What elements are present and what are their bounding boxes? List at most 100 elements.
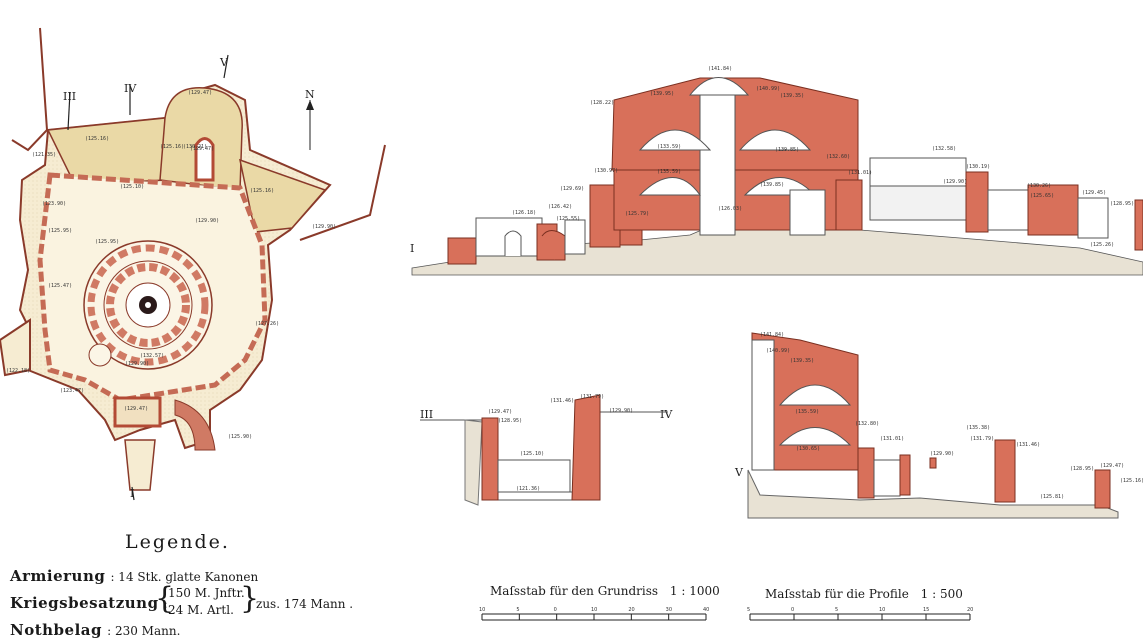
emergency-label: Nothbelag: [10, 621, 102, 639]
elevation-label: (122.18): [6, 368, 30, 374]
scale-tick-label: 0: [791, 607, 794, 613]
war-garrison-row: Kriegsbesatzung :: [10, 594, 168, 612]
profile-v: V (141.84)(140.99)(139.35)(135.59)(130.6…: [734, 332, 1143, 519]
scale-tick-label: 0: [554, 607, 557, 613]
elevation-label: (121.36): [516, 486, 540, 492]
scale-tick-label: 10: [879, 607, 885, 613]
garrison-artillery: 24 M. Artl.: [168, 603, 234, 617]
profile-iii-elevation-labels: (129.47)(128.95)(131.46)(131.79)(129.90)…: [488, 394, 633, 492]
elevation-label: (139.35): [780, 93, 804, 99]
elevation-label: (133.59): [657, 144, 681, 150]
scale-tick-label: 15: [923, 607, 929, 613]
profile-iii-label: III: [420, 408, 433, 421]
elevation-label: (140.99): [756, 86, 780, 92]
elevation-label: (125.10): [520, 451, 544, 457]
elevation-label: (125.95): [95, 239, 119, 245]
profile-v-label: V: [734, 466, 744, 479]
elevation-label: (129.90): [943, 179, 967, 185]
elevation-label: (126.18): [512, 210, 536, 216]
scale-tick-label: 30: [666, 607, 672, 613]
elevation-label: (123.47): [60, 388, 84, 394]
north-label: N: [305, 88, 315, 101]
elevation-label: (130.65): [796, 446, 820, 452]
section-mark-iv: IV: [124, 82, 137, 95]
profile-iv-label: IV: [660, 408, 673, 421]
elevation-label: (131.01): [880, 436, 904, 442]
elevation-label: (125.26): [1090, 242, 1114, 248]
war-garrison-label: Kriegsbesatzung: [10, 594, 159, 612]
elevation-label: (128.95): [1070, 466, 1094, 472]
profile-i: I (141.84)(140.99)(139.35)(139.95)(128.2…: [410, 66, 1143, 276]
elevation-label: (129.47): [190, 146, 214, 152]
elevation-label: (130.26): [1027, 183, 1051, 189]
elevation-label: (128.95): [498, 418, 522, 424]
emergency-row: Nothbelag : 230 Mann.: [10, 620, 180, 639]
scale-tick-label: 5: [516, 607, 519, 613]
elevation-label: (125.10): [120, 184, 144, 190]
garrison-brace-right: }: [240, 581, 260, 616]
ground-plan: N III IV V I (129.47)(125.16)(125.16)(12…: [0, 27, 386, 501]
elevation-label: (129.69): [560, 186, 584, 192]
elevation-label: (128.95): [1110, 201, 1134, 207]
elevation-label: (125.55): [556, 216, 580, 222]
scale-tick-label: 5: [747, 607, 750, 613]
elevation-label: (125.79): [625, 211, 649, 217]
profile-i-label: I: [410, 242, 414, 255]
scale-tick-label: 20: [628, 607, 634, 613]
elevation-label: (125.47): [48, 283, 72, 289]
profile-v-elevation-labels: (141.84)(140.99)(139.35)(135.59)(130.65)…: [760, 332, 1143, 500]
elevation-label: (125.16): [160, 144, 184, 150]
elevation-label: (129.47): [124, 406, 148, 412]
elevation-label: (121.35): [32, 152, 56, 158]
elevation-label: (128.22): [590, 100, 614, 106]
elevation-label: (131.46): [550, 398, 574, 404]
elevation-label: (132.58): [932, 146, 956, 152]
elevation-label: (131.79): [580, 394, 604, 400]
elevation-label: (129.45): [1082, 190, 1106, 196]
elevation-label: (135.59): [657, 169, 681, 175]
elevation-label: (129.90): [125, 361, 149, 367]
scale-tick-label: 10: [591, 607, 597, 613]
profile-iii-iv: III IV (129.47) (128.95) (131.46) (131.79) (…: [420, 394, 673, 506]
garrison-total: zus. 174 Mann .: [256, 597, 354, 611]
elevation-label: (135.59): [795, 409, 819, 415]
scale-tick-label: 20: [967, 607, 973, 613]
elevation-label: (129.90): [195, 218, 219, 224]
elevation-label: (125.65): [1030, 193, 1054, 199]
elevation-label: (130.19): [966, 164, 990, 170]
elevation-label: (129.47): [488, 409, 512, 415]
elevation-label: (126.42): [548, 204, 572, 210]
elevation-label: (129.90): [930, 451, 954, 457]
emergency-value: : 230 Mann.: [107, 624, 181, 638]
plan-scale-label: Maſsstab für den Grundriss 1 : 1000: [490, 584, 720, 598]
legend-title: Legende.: [125, 531, 230, 553]
elevation-label: (125.16): [85, 136, 109, 142]
elevation-label: (132.60): [826, 154, 850, 160]
elevation-label: (125.90): [228, 434, 252, 440]
elevation-label: (125.16): [250, 188, 274, 194]
plan-elevation-labels: (129.47) (125.16) (125.16) (129.47) (123.90)…: [6, 90, 336, 440]
elevation-label: (139.85): [760, 182, 784, 188]
elevation-label: (132.80): [855, 421, 879, 427]
elevation-label: (126.03): [718, 206, 742, 212]
armament-value: : 14 Stk. glatte Kanonen: [110, 570, 259, 584]
elevation-label: (141.84): [708, 66, 732, 72]
elevation-label: (129.47): [188, 90, 212, 96]
elevation-label: (130.21): [183, 144, 207, 150]
elevation-label: (125.81): [1040, 494, 1064, 500]
armament-row: Armierung : 14 Stk. glatte Kanonen: [10, 566, 258, 585]
elevation-label: (132.57): [140, 353, 164, 359]
section-mark-iii: III: [63, 90, 76, 103]
elevation-label: (129.47): [1100, 463, 1124, 469]
elevation-label: (123.90): [42, 201, 66, 207]
elevation-label: (139.85): [775, 147, 799, 153]
armament-label: Armierung: [10, 567, 106, 585]
elevation-label: (131.46): [1016, 442, 1040, 448]
elevation-label: (125.95): [48, 228, 72, 234]
elevation-label: (131.01): [848, 170, 872, 176]
elevation-label: (127.26): [255, 321, 279, 327]
scale-tick-label: 40: [703, 607, 709, 613]
